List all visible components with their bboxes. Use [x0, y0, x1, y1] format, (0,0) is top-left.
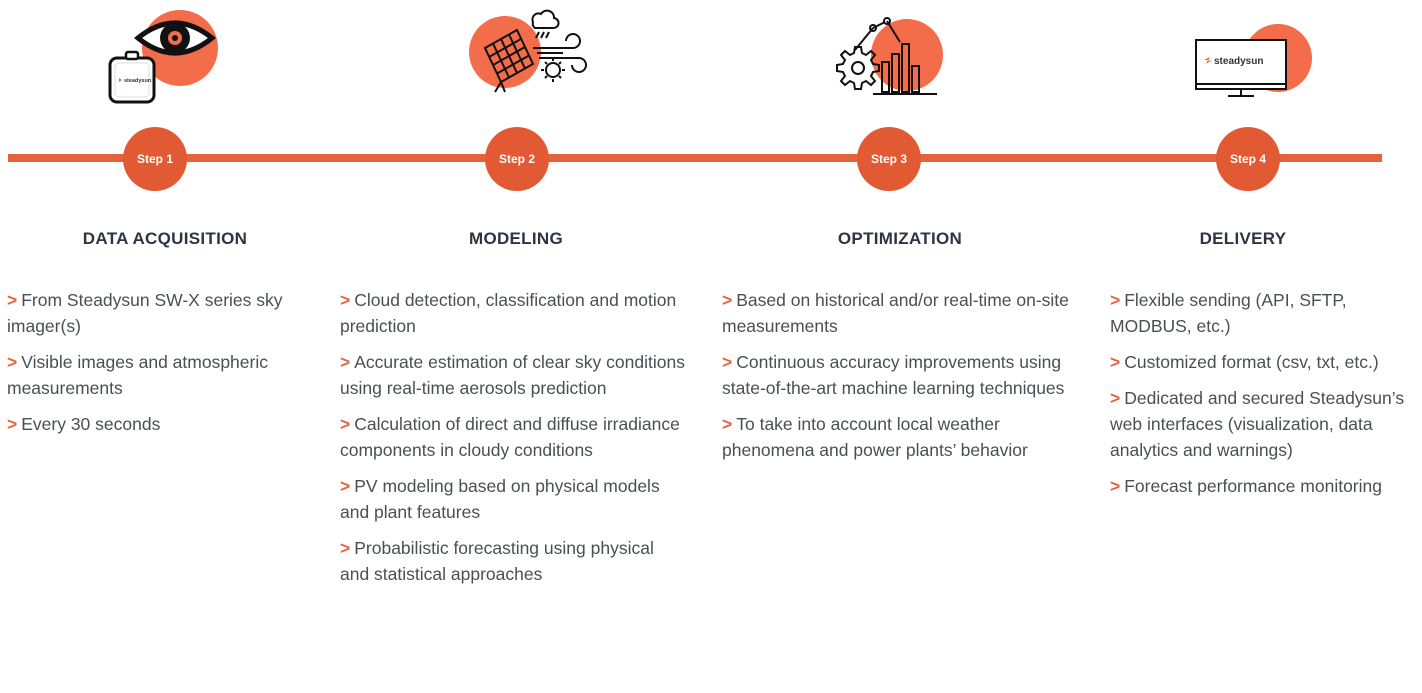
step-4-description: >Flexible sending (API, SFTP, MODBUS, et…	[1110, 287, 1420, 509]
bullet-arrow: >	[340, 476, 351, 496]
bullet-arrow: >	[340, 352, 351, 372]
bullet-arrow: >	[722, 290, 733, 310]
bullet-arrow: >	[722, 414, 733, 434]
step-2-title: MODELING	[468, 229, 563, 248]
list-item: >Continuous accuracy improvements using …	[722, 352, 1065, 398]
list-item: >From Steadysun SW-X series sky imager(s…	[7, 290, 283, 336]
monitor-brand-text: steadysun	[1214, 56, 1263, 67]
list-item: >Forecast performance monitoring	[1110, 476, 1382, 496]
bullet-arrow: >	[1110, 388, 1121, 408]
list-item: >Cloud detection, classification and mot…	[340, 290, 677, 336]
step-2-description: >Cloud detection, classification and mot…	[340, 287, 685, 597]
bullet-arrow: >	[340, 290, 351, 310]
list-item: >Calculation of direct and diffuse irrad…	[340, 414, 680, 460]
gear-bar-chart-icon	[825, 0, 955, 105]
step-label: Step 2	[498, 152, 535, 166]
step-1-marker: Step 1	[123, 127, 187, 191]
monitor-icon: steadysun	[1190, 0, 1320, 105]
bullet-arrow: >	[1110, 290, 1121, 310]
step-3-title: OPTIMIZATION	[837, 229, 963, 248]
step-1-title: DATA ACQUISITION	[82, 229, 248, 248]
list-item: >To take into account local weather phen…	[722, 414, 1028, 460]
list-item: >Probabilistic forecasting using physica…	[340, 538, 654, 584]
list-item: >Based on historical and/or real-time on…	[722, 290, 1069, 336]
timeline-line	[8, 154, 1382, 162]
list-item: >Every 30 seconds	[7, 414, 161, 434]
step-label: Step 3	[870, 152, 907, 166]
step-label: Step 1	[136, 152, 173, 166]
bullet-arrow: >	[340, 538, 351, 558]
bullet-arrow: >	[1110, 476, 1121, 496]
solar-panel-weather-icon	[455, 0, 595, 105]
list-item: >Customized format (csv, txt, etc.)	[1110, 352, 1379, 372]
eye-and-sky-imager-icon: steadysun	[100, 0, 230, 115]
step-3-marker: Step 3	[857, 127, 921, 191]
list-item: >Dedicated and secured Steadysun’s web i…	[1110, 388, 1405, 460]
bullet-arrow: >	[7, 414, 18, 434]
list-item: >PV modeling based on physical models an…	[340, 476, 660, 522]
step-2-marker: Step 2	[485, 127, 549, 191]
bullet-arrow: >	[340, 414, 351, 434]
list-item: >Accurate estimation of clear sky condit…	[340, 352, 685, 398]
bullet-arrow: >	[1110, 352, 1121, 372]
step-4-marker: Step 4	[1216, 127, 1280, 191]
list-item: >Visible images and atmospheric measurem…	[7, 352, 268, 398]
bullet-arrow: >	[722, 352, 733, 372]
step-1-description: >From Steadysun SW-X series sky imager(s…	[7, 287, 327, 447]
step-label: Step 4	[1229, 152, 1266, 166]
device-brand-text: steadysun	[124, 78, 152, 84]
step-4-title: DELIVERY	[1199, 229, 1287, 248]
bullet-arrow: >	[7, 290, 18, 310]
bullet-arrow: >	[7, 352, 18, 372]
step-3-description: >Based on historical and/or real-time on…	[722, 287, 1077, 473]
list-item: >Flexible sending (API, SFTP, MODBUS, et…	[1110, 290, 1347, 336]
